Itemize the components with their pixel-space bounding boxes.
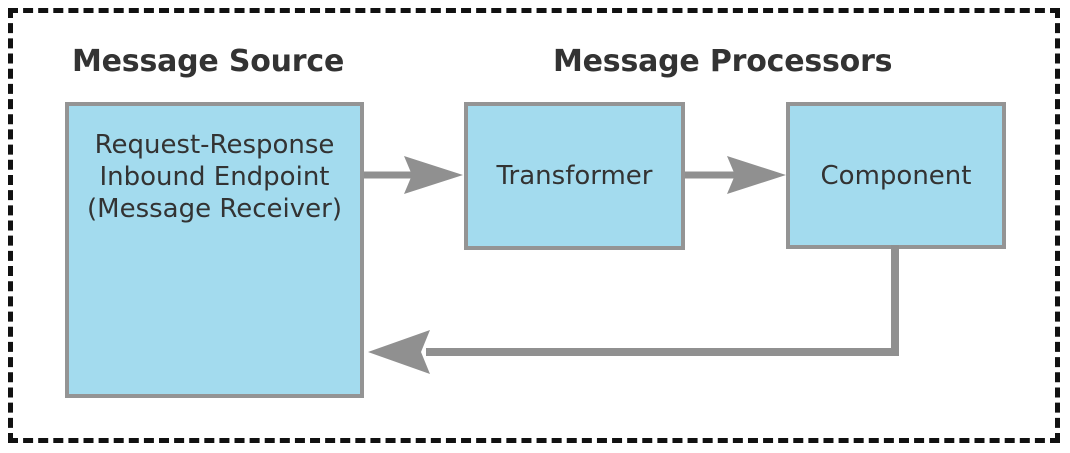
node-transformer-label: Transformer	[496, 161, 653, 191]
node-message-receiver-line-1: Request-Response	[94, 130, 335, 160]
outer-dashed-boundary	[8, 8, 1060, 443]
node-component[interactable]: Component	[786, 102, 1006, 249]
node-transformer[interactable]: Transformer	[464, 102, 685, 250]
section-title-message-processors: Message Processors	[553, 44, 893, 79]
node-component-label: Component	[820, 160, 972, 191]
node-message-receiver-line-2: Inbound Endpoint	[99, 162, 330, 192]
node-message-receiver[interactable]: Request-Response Inbound Endpoint (Messa…	[65, 102, 364, 398]
node-message-receiver-line-3: (Message Receiver)	[87, 194, 342, 224]
section-title-message-source: Message Source	[72, 44, 345, 79]
